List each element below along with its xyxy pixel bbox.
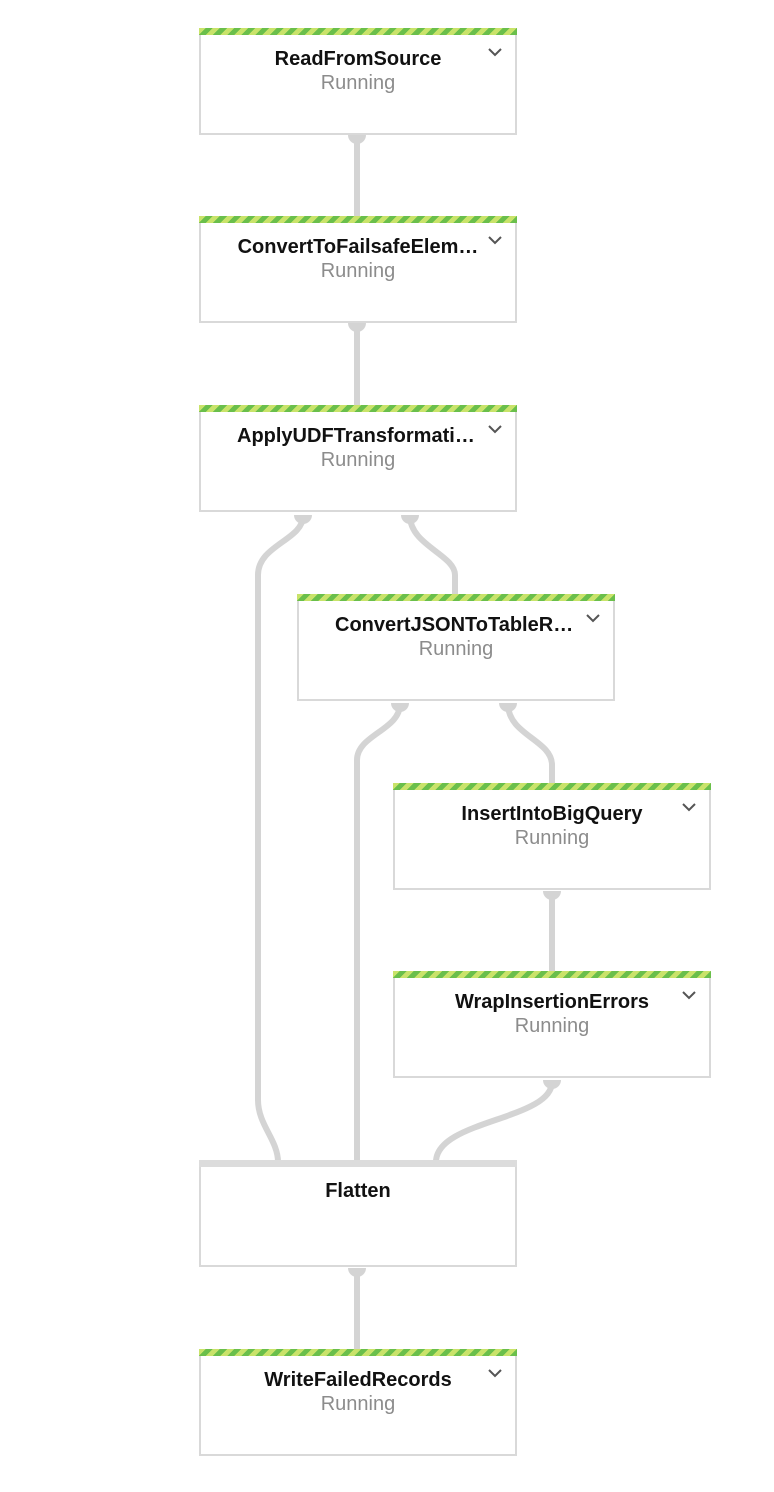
port-insert-out xyxy=(543,891,561,900)
chevron-down-icon[interactable] xyxy=(485,42,505,62)
port-read-out xyxy=(348,135,366,144)
running-stripe xyxy=(393,971,711,978)
chevron-down-icon[interactable] xyxy=(583,608,603,628)
step-name: Flatten xyxy=(325,1180,391,1202)
edge-json-to-flatten xyxy=(354,703,403,1162)
step-wrap-insertion-errors[interactable]: WrapInsertionErrors Running xyxy=(393,971,711,1078)
running-stripe xyxy=(199,216,517,223)
running-stripe xyxy=(393,783,711,790)
step-name: ConvertJSONToTableRow xyxy=(335,614,577,636)
port-wrap-out xyxy=(543,1080,561,1089)
step-name: WriteFailedRecords xyxy=(264,1369,452,1391)
port-udf-out-right xyxy=(401,515,419,524)
step-status: Running xyxy=(514,1015,590,1037)
flatten-top-bar xyxy=(199,1160,517,1167)
step-status: Running xyxy=(320,72,396,94)
step-status: Running xyxy=(418,638,494,660)
step-status: Running xyxy=(514,827,590,849)
port-udf-out-left xyxy=(294,515,312,524)
step-name: InsertIntoBigQuery xyxy=(461,803,643,825)
edge-wrap-to-flatten xyxy=(433,1081,555,1163)
step-convert-to-failsafe[interactable]: ConvertToFailsafeElem… Running xyxy=(199,216,517,323)
step-write-failed-records[interactable]: WriteFailedRecords Running xyxy=(199,1349,517,1456)
edge-json-to-insert xyxy=(505,703,555,784)
chevron-down-icon[interactable] xyxy=(679,985,699,1005)
step-status: Running xyxy=(320,449,396,471)
step-name: WrapInsertionErrors xyxy=(454,991,650,1013)
running-stripe xyxy=(297,594,615,601)
step-name: ApplyUDFTransformation xyxy=(237,425,479,447)
port-failsafe-out xyxy=(348,323,366,332)
chevron-down-icon[interactable] xyxy=(485,419,505,439)
step-name: ConvertToFailsafeElem… xyxy=(237,236,479,258)
port-flatten-out xyxy=(348,1268,366,1277)
chevron-down-icon[interactable] xyxy=(485,1363,505,1383)
step-read-from-source[interactable]: ReadFromSource Running xyxy=(199,28,517,135)
edge-udf-to-flatten xyxy=(255,515,306,1163)
running-stripe xyxy=(199,405,517,412)
step-insert-into-bigquery[interactable]: InsertIntoBigQuery Running xyxy=(393,783,711,890)
step-convert-json-to-table-row[interactable]: ConvertJSONToTableRow Running xyxy=(297,594,615,701)
port-json-out-right xyxy=(499,703,517,712)
running-stripe xyxy=(199,1349,517,1356)
step-apply-udf-transformation[interactable]: ApplyUDFTransformation Running xyxy=(199,405,517,512)
chevron-down-icon[interactable] xyxy=(679,797,699,817)
step-name: ReadFromSource xyxy=(274,48,442,70)
step-status: Running xyxy=(320,1393,396,1415)
port-json-out-left xyxy=(391,703,409,712)
step-flatten[interactable]: Flatten xyxy=(199,1160,517,1267)
edge-udf-to-json xyxy=(407,515,458,596)
chevron-down-icon[interactable] xyxy=(485,230,505,250)
step-status: Running xyxy=(320,260,396,282)
running-stripe xyxy=(199,28,517,35)
